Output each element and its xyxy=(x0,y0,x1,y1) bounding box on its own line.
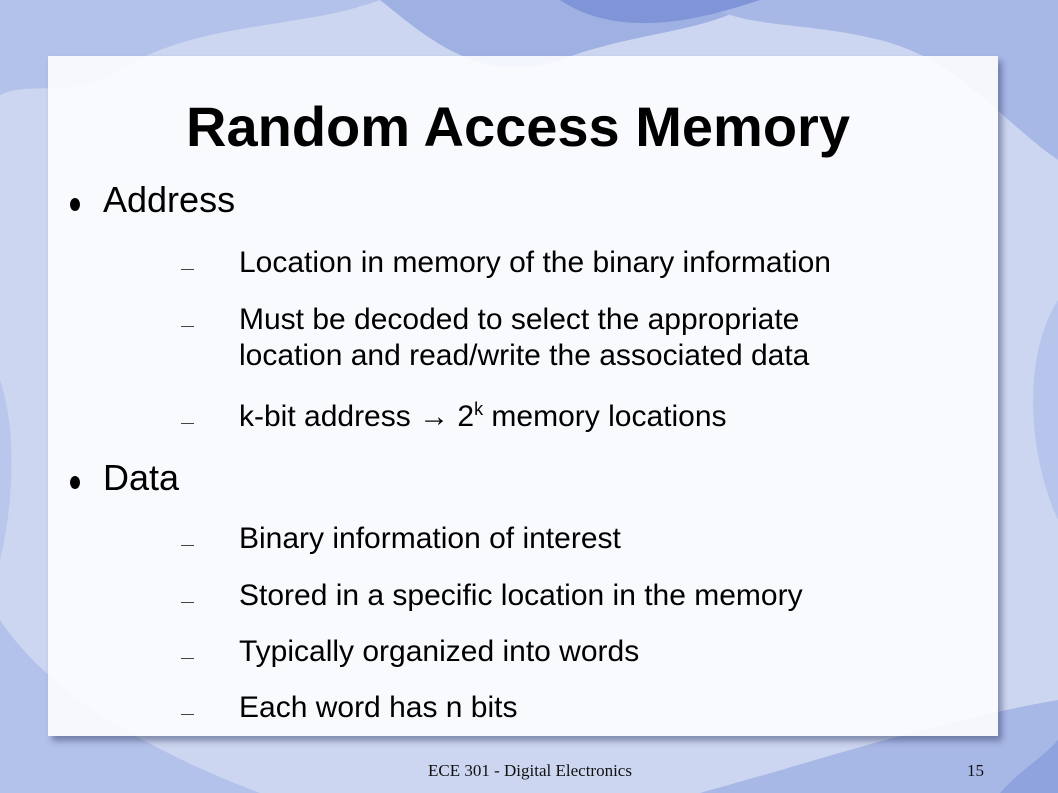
sub-bullet-text: Typically organized into words xyxy=(239,635,640,668)
sub-bullet-line-2: location and read/write the associated d… xyxy=(239,339,810,372)
dash-icon xyxy=(181,326,194,327)
address-formula-pre: k-bit address → 2 xyxy=(239,400,475,433)
sub-bullet-text: k-bit address → 2k memory locations xyxy=(239,399,727,435)
footer-page-number: 15 xyxy=(967,761,984,780)
sub-bullet-text: Stored in a specific location in the mem… xyxy=(239,579,803,612)
sub-bullet-text: Binary information of interest xyxy=(239,522,621,555)
slide-title: Random Access Memory xyxy=(186,95,850,158)
sub-bullet-text: Location in memory of the binary informa… xyxy=(239,246,831,279)
dash-icon xyxy=(181,423,194,424)
address-formula-post: memory locations xyxy=(483,400,727,433)
footer-course: ECE 301 - Digital Electronics xyxy=(428,761,632,780)
dash-icon xyxy=(181,714,194,715)
bullet-dot-icon xyxy=(70,476,80,489)
bullet-heading-address: Address xyxy=(103,179,236,220)
dash-icon xyxy=(181,545,194,546)
bullet-dot-icon xyxy=(70,198,80,211)
dash-icon xyxy=(181,269,194,270)
bullet-heading-data: Data xyxy=(103,457,180,498)
sub-bullet-text: Must be decoded to select the appropriat… xyxy=(239,302,809,374)
dash-icon xyxy=(181,602,194,603)
dash-icon xyxy=(181,658,194,659)
content-panel xyxy=(48,56,998,736)
address-formula-exponent: k xyxy=(474,399,484,419)
sub-bullet-line-1: Must be decoded to select the appropriat… xyxy=(239,303,800,336)
sub-bullet-text: Each word has n bits xyxy=(239,691,518,724)
